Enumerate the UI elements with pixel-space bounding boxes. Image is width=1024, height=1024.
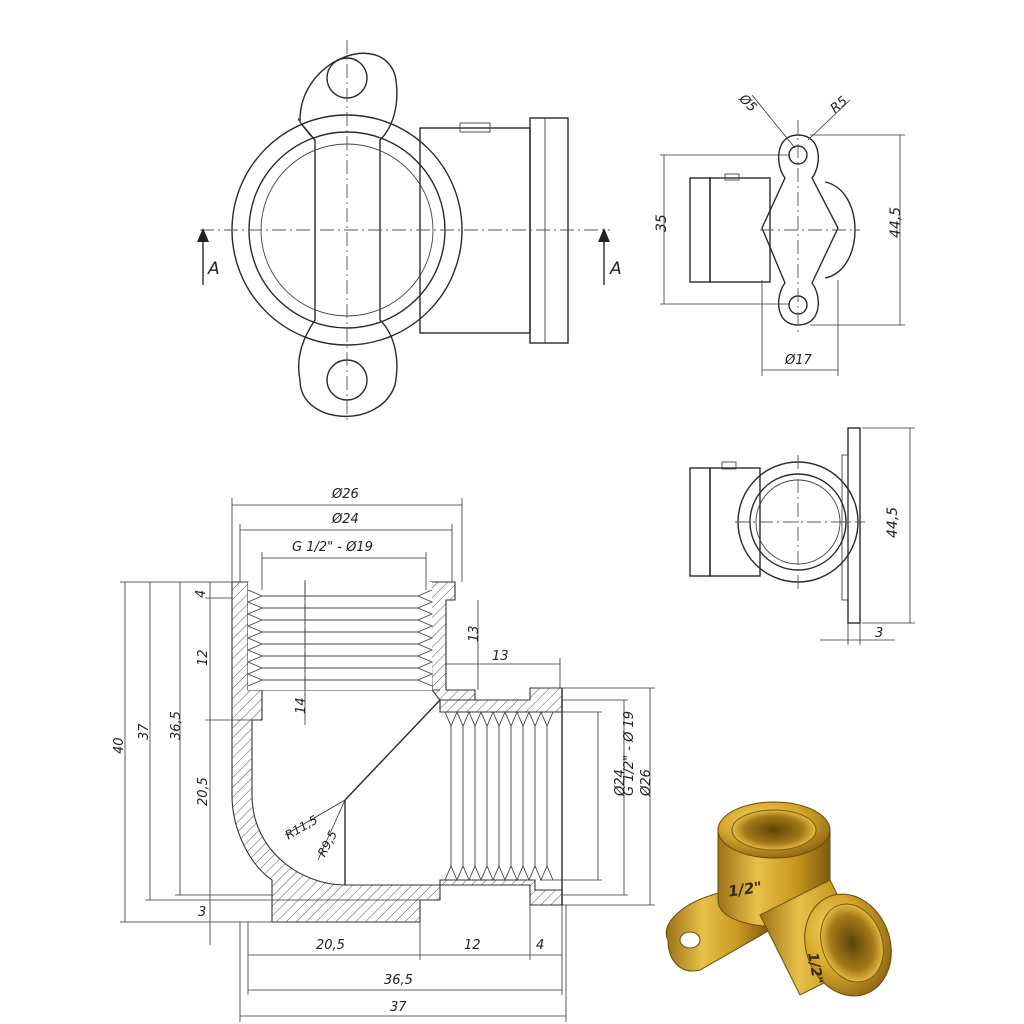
dim-dia-24-top: Ø24 xyxy=(331,512,359,527)
section-wall-top-right xyxy=(429,581,476,701)
section-view: Ø26 Ø24 G 1/2" - Ø19 14 13 13 40 37 xyxy=(112,487,655,1022)
dim-37-left: 37 xyxy=(137,723,152,740)
dim-44-5-end: 44,5 xyxy=(885,507,901,538)
dim-radius: R5 xyxy=(828,94,851,117)
section-wall-right-bottom xyxy=(439,879,563,906)
dim-36-5-left: 36,5 xyxy=(169,711,184,740)
branch-tab xyxy=(459,122,491,133)
section-arrow-left: A xyxy=(197,228,220,285)
dim-hole-dia: Ø5 xyxy=(735,91,759,115)
dim-35: 35 xyxy=(654,214,670,232)
dim-12-bottom: 12 xyxy=(464,938,481,953)
end-view: 44,5 3 xyxy=(689,427,915,645)
dim-thread-top: G 1/2" - Ø19 xyxy=(292,540,373,555)
dim-dia-24-right: Ø24 xyxy=(613,769,628,797)
right-thread xyxy=(444,688,563,905)
dim-13-horizontal: 13 xyxy=(492,649,509,664)
dim-14: 14 xyxy=(294,697,309,714)
side-view: Ø5 R5 35 44,5 Ø17 xyxy=(654,91,905,376)
dim-3-left: 3 xyxy=(198,905,206,920)
dim-r11-5: R11,5 xyxy=(283,813,320,843)
dim-3-end: 3 xyxy=(875,626,883,641)
side-branch-collar xyxy=(529,117,569,344)
dims-right: Ø26 Ø24 G 1/2" - Ø 19 xyxy=(540,687,655,906)
dim-37-bottom: 37 xyxy=(390,1000,407,1015)
dim-36-5-bottom: 36,5 xyxy=(384,973,413,988)
dim-thread-right: G 1/2" - Ø 19 xyxy=(622,711,637,796)
dim-dia-26-right: Ø26 xyxy=(639,769,654,797)
section-label-right: A xyxy=(609,259,622,279)
dim-dia-26-top: Ø26 xyxy=(331,487,359,502)
dim-20-5-left: 20,5 xyxy=(196,777,211,806)
brass-fitting-render: 1/2" 1/2" xyxy=(665,801,892,997)
dims-top: Ø26 Ø24 G 1/2" - Ø19 xyxy=(231,487,463,590)
dim-20-5-bottom: 20,5 xyxy=(316,938,345,953)
section-label-left: A xyxy=(207,259,220,279)
dim-13-vertical: 13 xyxy=(467,625,482,642)
dims-bottom: 20,5 12 4 36,5 37 xyxy=(239,900,567,1022)
stamp-side: 1/2" xyxy=(804,951,825,985)
dims-left: 40 37 36,5 4 12 20,5 3 xyxy=(112,581,420,945)
dim-dia-17: Ø17 xyxy=(784,353,813,368)
dim-40: 40 xyxy=(112,737,127,754)
front-view: A A xyxy=(197,40,622,420)
dim-4-left: 4 xyxy=(194,590,209,598)
top-thread xyxy=(246,582,434,690)
stamp-top: 1/2" xyxy=(727,878,763,901)
dim-r9-5: R9,5 xyxy=(315,828,340,859)
dim-44-5-side: 44,5 xyxy=(888,207,904,238)
flange-outline xyxy=(298,52,398,417)
section-arrow-right: A xyxy=(598,228,622,285)
dim-12-left: 12 xyxy=(196,649,211,666)
dim-4-bottom: 4 xyxy=(536,938,544,953)
